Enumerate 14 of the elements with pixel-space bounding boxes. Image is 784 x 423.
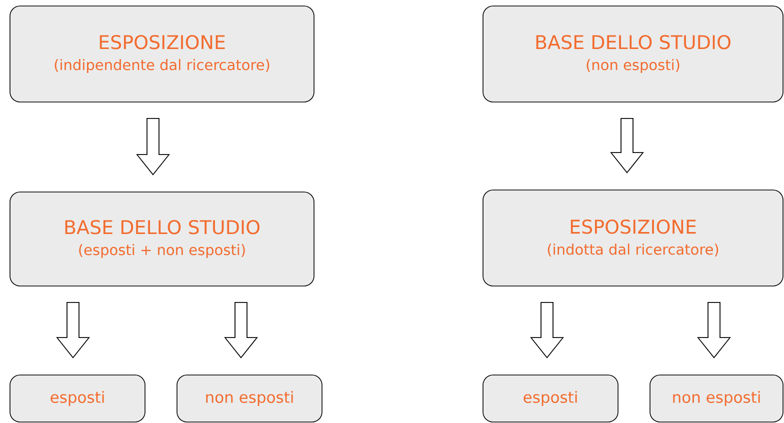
block-arrow [697, 302, 731, 358]
block-arrow [56, 302, 90, 358]
process-box: ESPOSIZIONE (indotta dal ricercatore) [482, 190, 784, 286]
process-box: non esposti [650, 374, 784, 422]
process-box: esposti [10, 374, 146, 422]
block-arrow [530, 302, 564, 358]
process-box: BASE DELLO STUDIO (esposti + non esposti) [10, 192, 314, 286]
process-box: esposti [482, 374, 618, 422]
process-box: BASE DELLO STUDIO (non esposti) [482, 6, 784, 102]
block-arrow [610, 118, 644, 174]
process-box: non esposti [176, 374, 322, 422]
block-arrow [224, 302, 258, 358]
block-arrow [136, 118, 170, 176]
process-box: ESPOSIZIONE (indipendente dal ricercatore) [10, 6, 314, 102]
